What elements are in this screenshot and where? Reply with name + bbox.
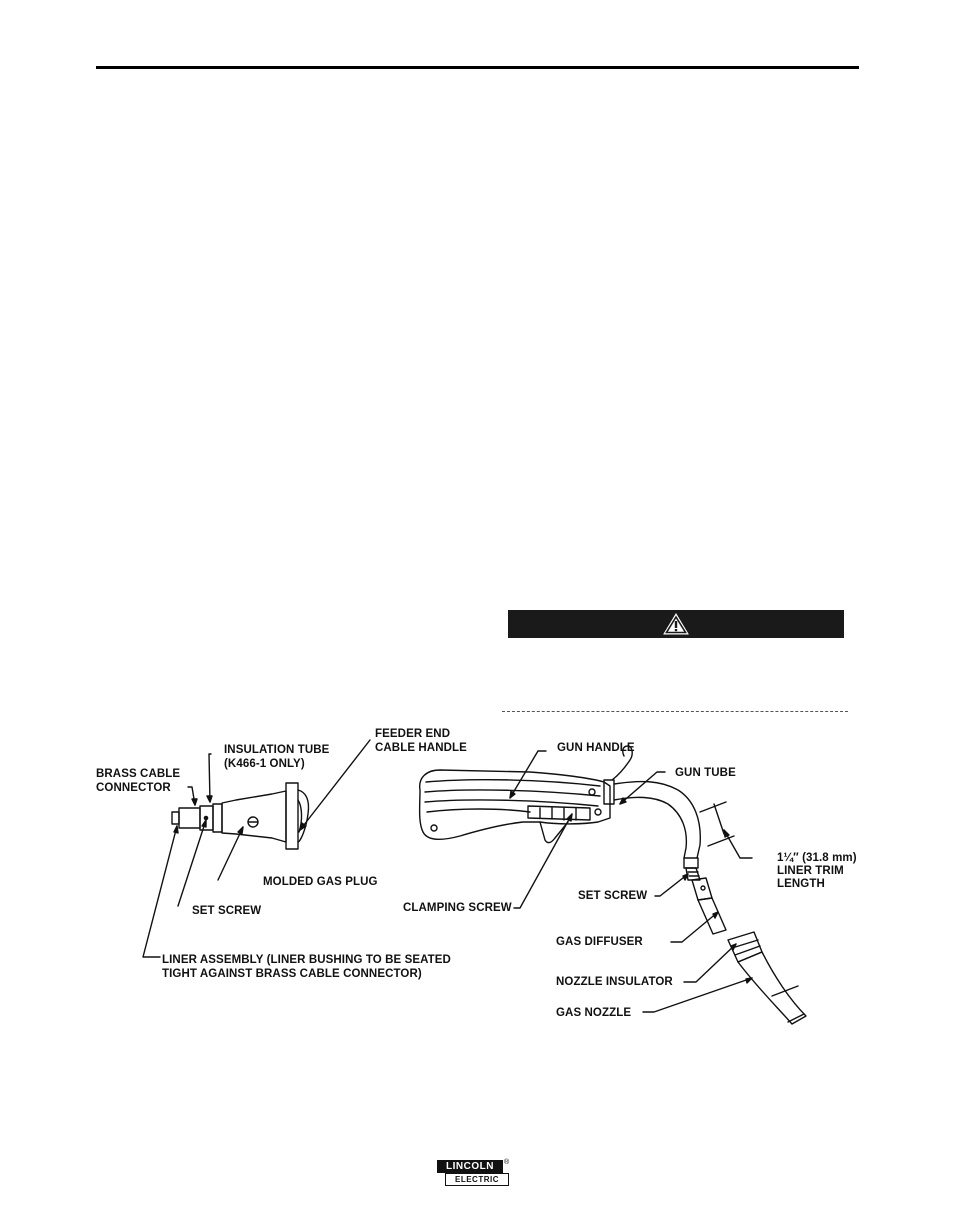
label-liner-trim: LINER TRIM — [777, 865, 844, 877]
label-gun-handle: GUN HANDLE — [557, 742, 635, 754]
label-clamping-screw: CLAMPING SCREW — [403, 902, 512, 914]
lincoln-electric-logo: LINCOLN ® ELECTRIC — [437, 1159, 510, 1186]
label-liner-assembly: LINER ASSEMBLY (LINER BUSHING TO BE SEAT… — [162, 954, 451, 966]
gun-handle-assembly — [418, 745, 807, 1025]
label-brass-cable: BRASS CABLE — [96, 768, 180, 780]
header-rule — [96, 66, 859, 69]
logo-lincoln: LINCOLN — [437, 1160, 503, 1173]
label-insulation-note: (K466-1 ONLY) — [224, 758, 305, 770]
label-gas-nozzle: GAS NOZZLE — [556, 1007, 631, 1019]
label-gun-tube: GUN TUBE — [675, 767, 736, 779]
warning-banner — [508, 610, 844, 638]
label-insulation-tube: INSULATION TUBE — [224, 744, 330, 756]
logo-registered: ® — [504, 1159, 510, 1166]
warning-triangle-icon — [663, 613, 689, 635]
label-trim-size: 1¼″ (31.8 mm) — [777, 852, 857, 864]
feeder-end-connector — [142, 739, 371, 958]
label-cable-handle: CABLE HANDLE — [375, 742, 467, 754]
label-set-screw-right: SET SCREW — [578, 890, 647, 902]
label-set-screw-left: SET SCREW — [192, 905, 261, 917]
label-gas-diffuser: GAS DIFFUSER — [556, 936, 643, 948]
label-liner-assembly-2: TIGHT AGAINST BRASS CABLE CONNECTOR) — [162, 968, 422, 980]
label-molded-gas-plug: MOLDED GAS PLUG — [263, 876, 378, 888]
label-nozzle-insulator: NOZZLE INSULATOR — [556, 976, 673, 988]
label-connector: CONNECTOR — [96, 782, 171, 794]
label-length: LENGTH — [777, 878, 825, 890]
label-feeder-end: FEEDER END — [375, 728, 450, 740]
section-divider — [502, 711, 848, 712]
logo-electric: ELECTRIC — [445, 1173, 509, 1186]
